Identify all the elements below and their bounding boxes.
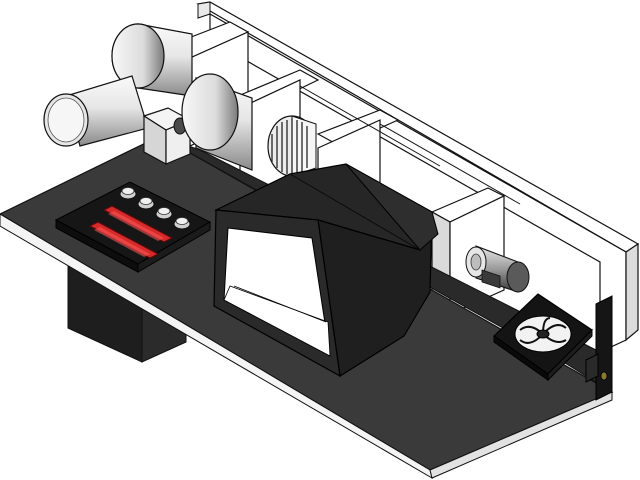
mounting-bracket	[585, 295, 613, 401]
control-knob	[173, 217, 191, 230]
blower-housing	[111, 23, 193, 97]
cooling-fan	[493, 293, 593, 382]
control-knob	[137, 197, 155, 210]
control-knob	[119, 187, 137, 200]
blower-motor	[43, 75, 149, 147]
heater-control-panel	[54, 181, 212, 273]
heater-element	[88, 221, 160, 259]
air-duct	[213, 163, 439, 378]
blower-fan	[43, 23, 317, 177]
control-knob	[155, 207, 173, 220]
heater-element	[102, 205, 174, 243]
small-motor	[465, 245, 530, 293]
fan-rotor	[267, 115, 317, 177]
